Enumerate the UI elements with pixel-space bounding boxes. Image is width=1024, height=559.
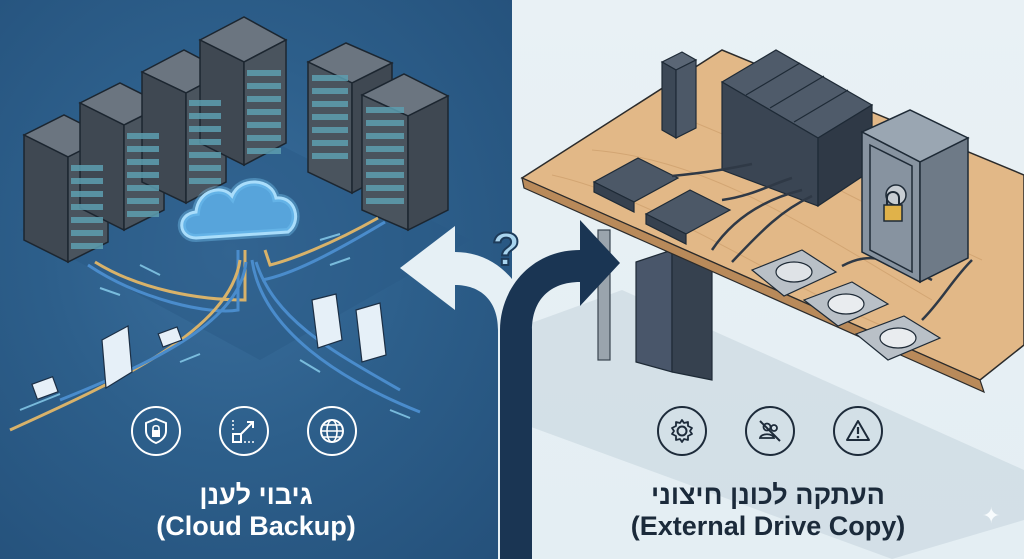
- external-drive-title-hebrew: העתקה לכונן חיצוני: [651, 480, 885, 510]
- pc-tower-icon: [635, 249, 713, 381]
- cloud-icon: [177, 178, 300, 243]
- scale-resize-icon: [219, 406, 269, 456]
- external-drive-tower-icon: [660, 51, 698, 140]
- external-drive-illustration: [512, 49, 1024, 559]
- cloud-backup-title-hebrew: גיבוי לענן: [199, 480, 313, 510]
- cloud-benefits-icons: [131, 406, 357, 456]
- sparkle-watermark-icon: ✦: [982, 503, 1001, 528]
- nas-units-icon: [720, 49, 874, 208]
- gear-icon: [657, 406, 707, 456]
- hard-disk-drive-icon: [750, 249, 942, 361]
- cloud-backup-illustration: [9, 16, 470, 432]
- question-mark-icon: ?: [491, 222, 521, 276]
- external-drive-title: העתקה לכונן חיצוני (External Drive Copy): [512, 480, 1024, 542]
- external-drive-drawbacks-icons: [657, 406, 883, 456]
- cloud-backup-title: גיבוי לענן (Cloud Backup): [0, 480, 512, 542]
- external-drive-title-english: (External Drive Copy): [630, 511, 906, 542]
- portable-drive-icon: [592, 157, 732, 245]
- shield-lock-icon: [131, 406, 181, 456]
- warning-icon: [833, 406, 883, 456]
- globe-icon: [307, 406, 357, 456]
- safe-icon: [860, 109, 970, 284]
- cloud-backup-panel: גיבוי לענן (Cloud Backup): [0, 0, 512, 559]
- no-users-icon: [745, 406, 795, 456]
- cloud-backup-title-english: (Cloud Backup): [156, 511, 356, 542]
- external-drive-panel: העתקה לכונן חיצוני (External Drive Copy): [512, 0, 1024, 559]
